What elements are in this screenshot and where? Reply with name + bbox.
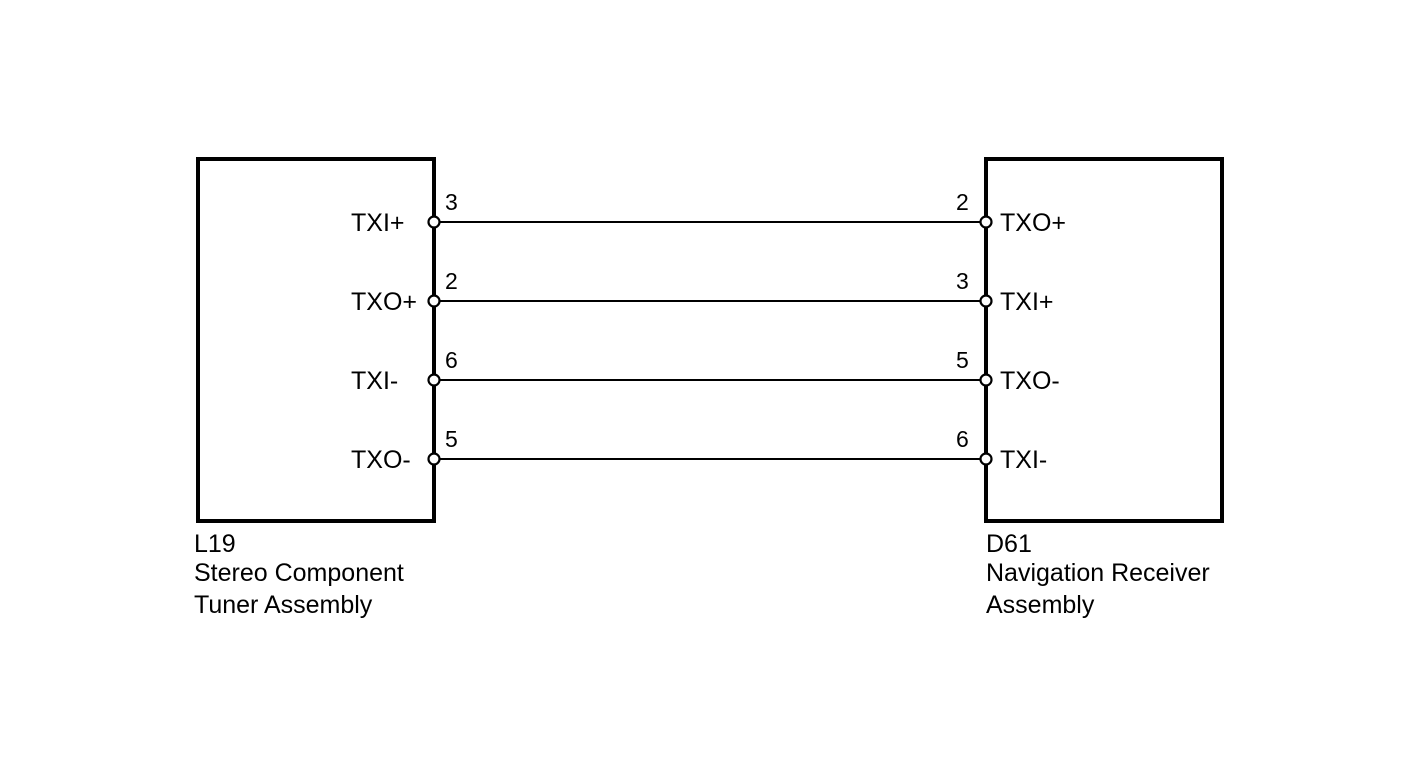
right-component-name-line2: Assembly: [986, 591, 1095, 619]
left-component-name-line2: Tuner Assembly: [194, 591, 373, 619]
left-terminal-3: [427, 373, 441, 387]
right-signal-label-2: TXI+: [1000, 288, 1054, 316]
right-component-box: [984, 157, 1224, 523]
right-pin-number-1: 2: [956, 189, 969, 215]
right-signal-label-3: TXO-: [1000, 367, 1060, 395]
right-component-code: D61: [986, 530, 1032, 558]
left-component-box: [196, 157, 436, 523]
left-signal-label-4: TXO-: [351, 446, 411, 474]
left-component-name-line1: Stereo Component: [194, 559, 404, 587]
right-terminal-2: [979, 294, 993, 308]
left-signal-label-3: TXI-: [351, 367, 398, 395]
right-signal-label-4: TXI-: [1000, 446, 1047, 474]
left-pin-number-1: 3: [445, 189, 458, 215]
left-component-code: L19: [194, 530, 236, 558]
left-terminal-2: [427, 294, 441, 308]
left-terminal-1: [427, 215, 441, 229]
left-signal-label-1: TXI+: [351, 209, 405, 237]
right-pin-number-4: 6: [956, 426, 969, 452]
right-terminal-1: [979, 215, 993, 229]
right-pin-number-3: 5: [956, 347, 969, 373]
right-signal-label-1: TXO+: [1000, 209, 1066, 237]
right-terminal-4: [979, 452, 993, 466]
left-pin-number-3: 6: [445, 347, 458, 373]
right-terminal-3: [979, 373, 993, 387]
left-signal-label-2: TXO+: [351, 288, 417, 316]
left-pin-number-4: 5: [445, 426, 458, 452]
right-component-name-line1: Navigation Receiver: [986, 559, 1210, 587]
right-pin-number-2: 3: [956, 268, 969, 294]
left-terminal-4: [427, 452, 441, 466]
left-pin-number-2: 2: [445, 268, 458, 294]
